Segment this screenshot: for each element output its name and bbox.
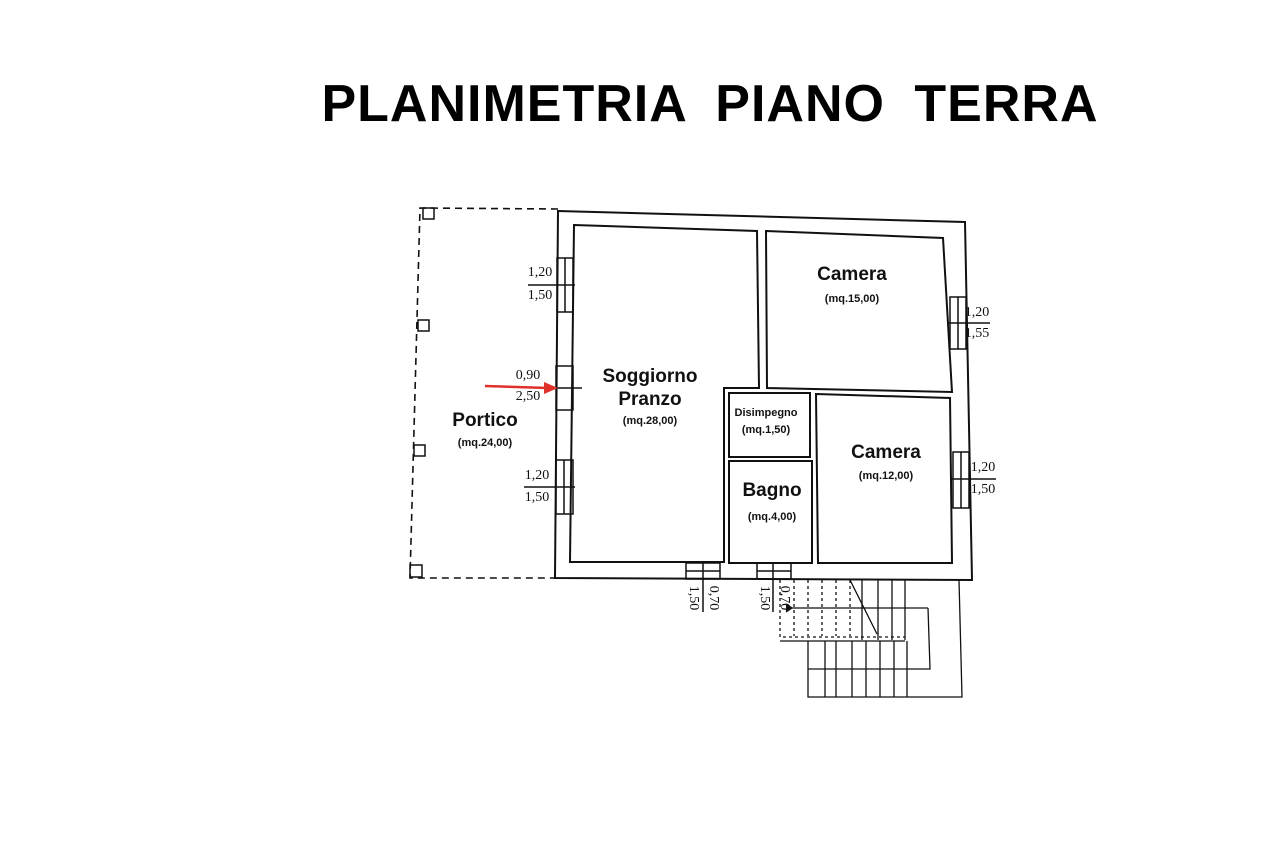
room-name-bagno: Bagno <box>742 480 802 501</box>
entrance-arrow-icon <box>484 382 558 394</box>
porch-post <box>417 319 430 332</box>
room-name-pranzo: Pranzo <box>618 389 682 410</box>
room-soggiorno <box>568 223 761 563</box>
porch-post <box>409 564 423 578</box>
window-right-top <box>948 296 990 350</box>
dim-bottom-right-width: 0,70 <box>777 585 792 611</box>
dim-left-top-width: 1,20 <box>527 265 553 280</box>
dim-left-top-height: 1,50 <box>527 288 553 303</box>
porch-post <box>422 207 435 220</box>
dim-door-height: 2,50 <box>515 389 541 404</box>
dim-right-bottom-height: 1,50 <box>970 482 996 497</box>
dim-bottom-right-height: 1,50 <box>757 585 772 611</box>
room-camera-12 <box>814 392 954 564</box>
room-name-portico: Portico <box>452 410 518 431</box>
room-area-soggiorno: (mq.28,00) <box>622 415 678 427</box>
porch-outline <box>409 207 559 579</box>
window-left-top <box>528 257 575 313</box>
dim-bottom-left-width: 0,70 <box>706 585 721 611</box>
room-disimpegno <box>728 392 811 458</box>
room-area-camera-12: (mq.12,00) <box>858 470 914 482</box>
dim-right-bottom-width: 1,20 <box>970 460 996 475</box>
porch-post <box>413 444 426 457</box>
door-bottom-right <box>756 562 792 612</box>
room-area-disimpegno: (mq.1,50) <box>741 424 791 436</box>
dim-right-top-width: 1,20 <box>964 305 990 320</box>
dim-bottom-left-height: 1,50 <box>686 585 701 611</box>
page-title: PLANIMETRIA PIANO TERRA <box>321 75 1099 133</box>
room-area-bagno: (mq.4,00) <box>747 511 797 523</box>
door-left <box>555 365 582 411</box>
outer-wall <box>553 209 974 582</box>
window-right-bottom <box>950 451 996 509</box>
window-bottom-left <box>685 562 721 612</box>
room-name-camera-12: Camera <box>851 442 921 463</box>
dim-door-width: 0,90 <box>515 368 541 383</box>
room-area-camera-15: (mq.15,00) <box>824 293 880 305</box>
window-left-bottom <box>524 459 575 515</box>
dim-left-bottom-height: 1,50 <box>524 490 550 505</box>
stairs <box>779 579 963 698</box>
room-area-portico: (mq.24,00) <box>457 437 513 449</box>
dim-right-top-height: 1,55 <box>964 326 990 341</box>
dim-left-bottom-width: 1,20 <box>524 468 550 483</box>
room-name-soggiorno: Soggiorno <box>602 366 698 387</box>
room-name-disimpegno: Disimpegno <box>734 407 798 419</box>
room-camera-15 <box>764 229 954 394</box>
room-name-camera-15: Camera <box>817 264 887 285</box>
